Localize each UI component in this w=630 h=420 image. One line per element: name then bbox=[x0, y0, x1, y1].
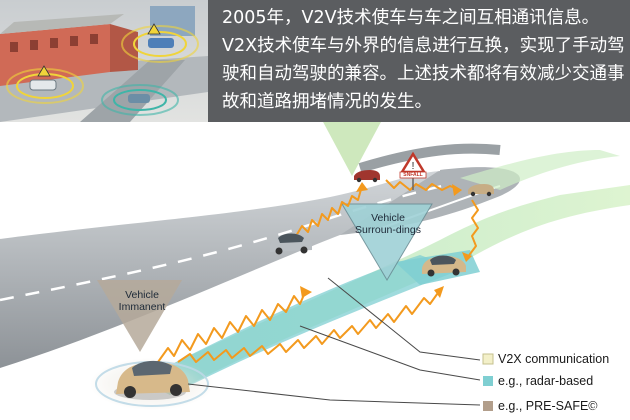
car-red-far bbox=[354, 170, 380, 183]
legend-swatch-presafe bbox=[483, 401, 493, 411]
legend-v2x-communication: V2X communication bbox=[498, 352, 610, 366]
inset-warning-icon-1 bbox=[37, 65, 51, 77]
inset-car-1 bbox=[29, 79, 57, 91]
legend-swatches bbox=[482, 353, 494, 411]
v2x-links bbox=[157, 179, 479, 363]
arrowhead-4 bbox=[434, 286, 444, 298]
inset-illustration bbox=[0, 0, 208, 122]
inset-teal-rings bbox=[101, 84, 179, 116]
legend-swatch-v2x bbox=[482, 353, 494, 365]
legend-pre-safe: e.g., PRE-SAFE© bbox=[498, 399, 598, 413]
inset-car-3 bbox=[128, 94, 150, 103]
label-vehicle-immanent: Vehicle Immanent bbox=[118, 289, 166, 313]
v2x-upper-zone bbox=[460, 150, 620, 190]
arrowhead-6 bbox=[462, 252, 472, 262]
car-far-right bbox=[468, 184, 494, 197]
arrowhead-5 bbox=[452, 184, 462, 196]
legend-leader-lines bbox=[187, 277, 481, 406]
v2x-link-5 bbox=[465, 199, 479, 261]
arrowhead-1 bbox=[300, 286, 312, 298]
v2x-link-3 bbox=[177, 289, 441, 363]
caption-text: 2005年，V2V技术使车与车之间互相通讯信息。V2X技术使车与外界的信息进行互… bbox=[222, 8, 625, 112]
svg-text:!: ! bbox=[412, 161, 415, 172]
v2x-link-2 bbox=[295, 185, 363, 237]
ego-car bbox=[114, 360, 190, 400]
legend-radar-based: e.g., radar-based bbox=[498, 374, 594, 388]
warning-sign-label: SNFALL bbox=[403, 172, 423, 178]
inset-car-2 bbox=[148, 38, 174, 48]
vehicle-immanent-triangle bbox=[97, 280, 182, 352]
warning-sign-icon: ! bbox=[399, 151, 427, 190]
vehicle-surroundings-triangle bbox=[341, 203, 433, 281]
v2x-link-1 bbox=[157, 289, 307, 363]
inset-warning-icon-2 bbox=[147, 23, 161, 35]
v2x-triangle-top bbox=[322, 120, 382, 176]
car-gold-right bbox=[422, 255, 466, 277]
v2x-link-4 bbox=[385, 179, 461, 191]
car-silver bbox=[270, 233, 312, 255]
label-vehicle-surroundings: Vehicle Surroun-dings bbox=[355, 212, 421, 236]
caption-background bbox=[208, 0, 630, 122]
arrowhead-3 bbox=[356, 182, 368, 192]
watermark: 汽车之家 bbox=[592, 407, 624, 416]
legend-swatch-radar bbox=[483, 376, 493, 386]
